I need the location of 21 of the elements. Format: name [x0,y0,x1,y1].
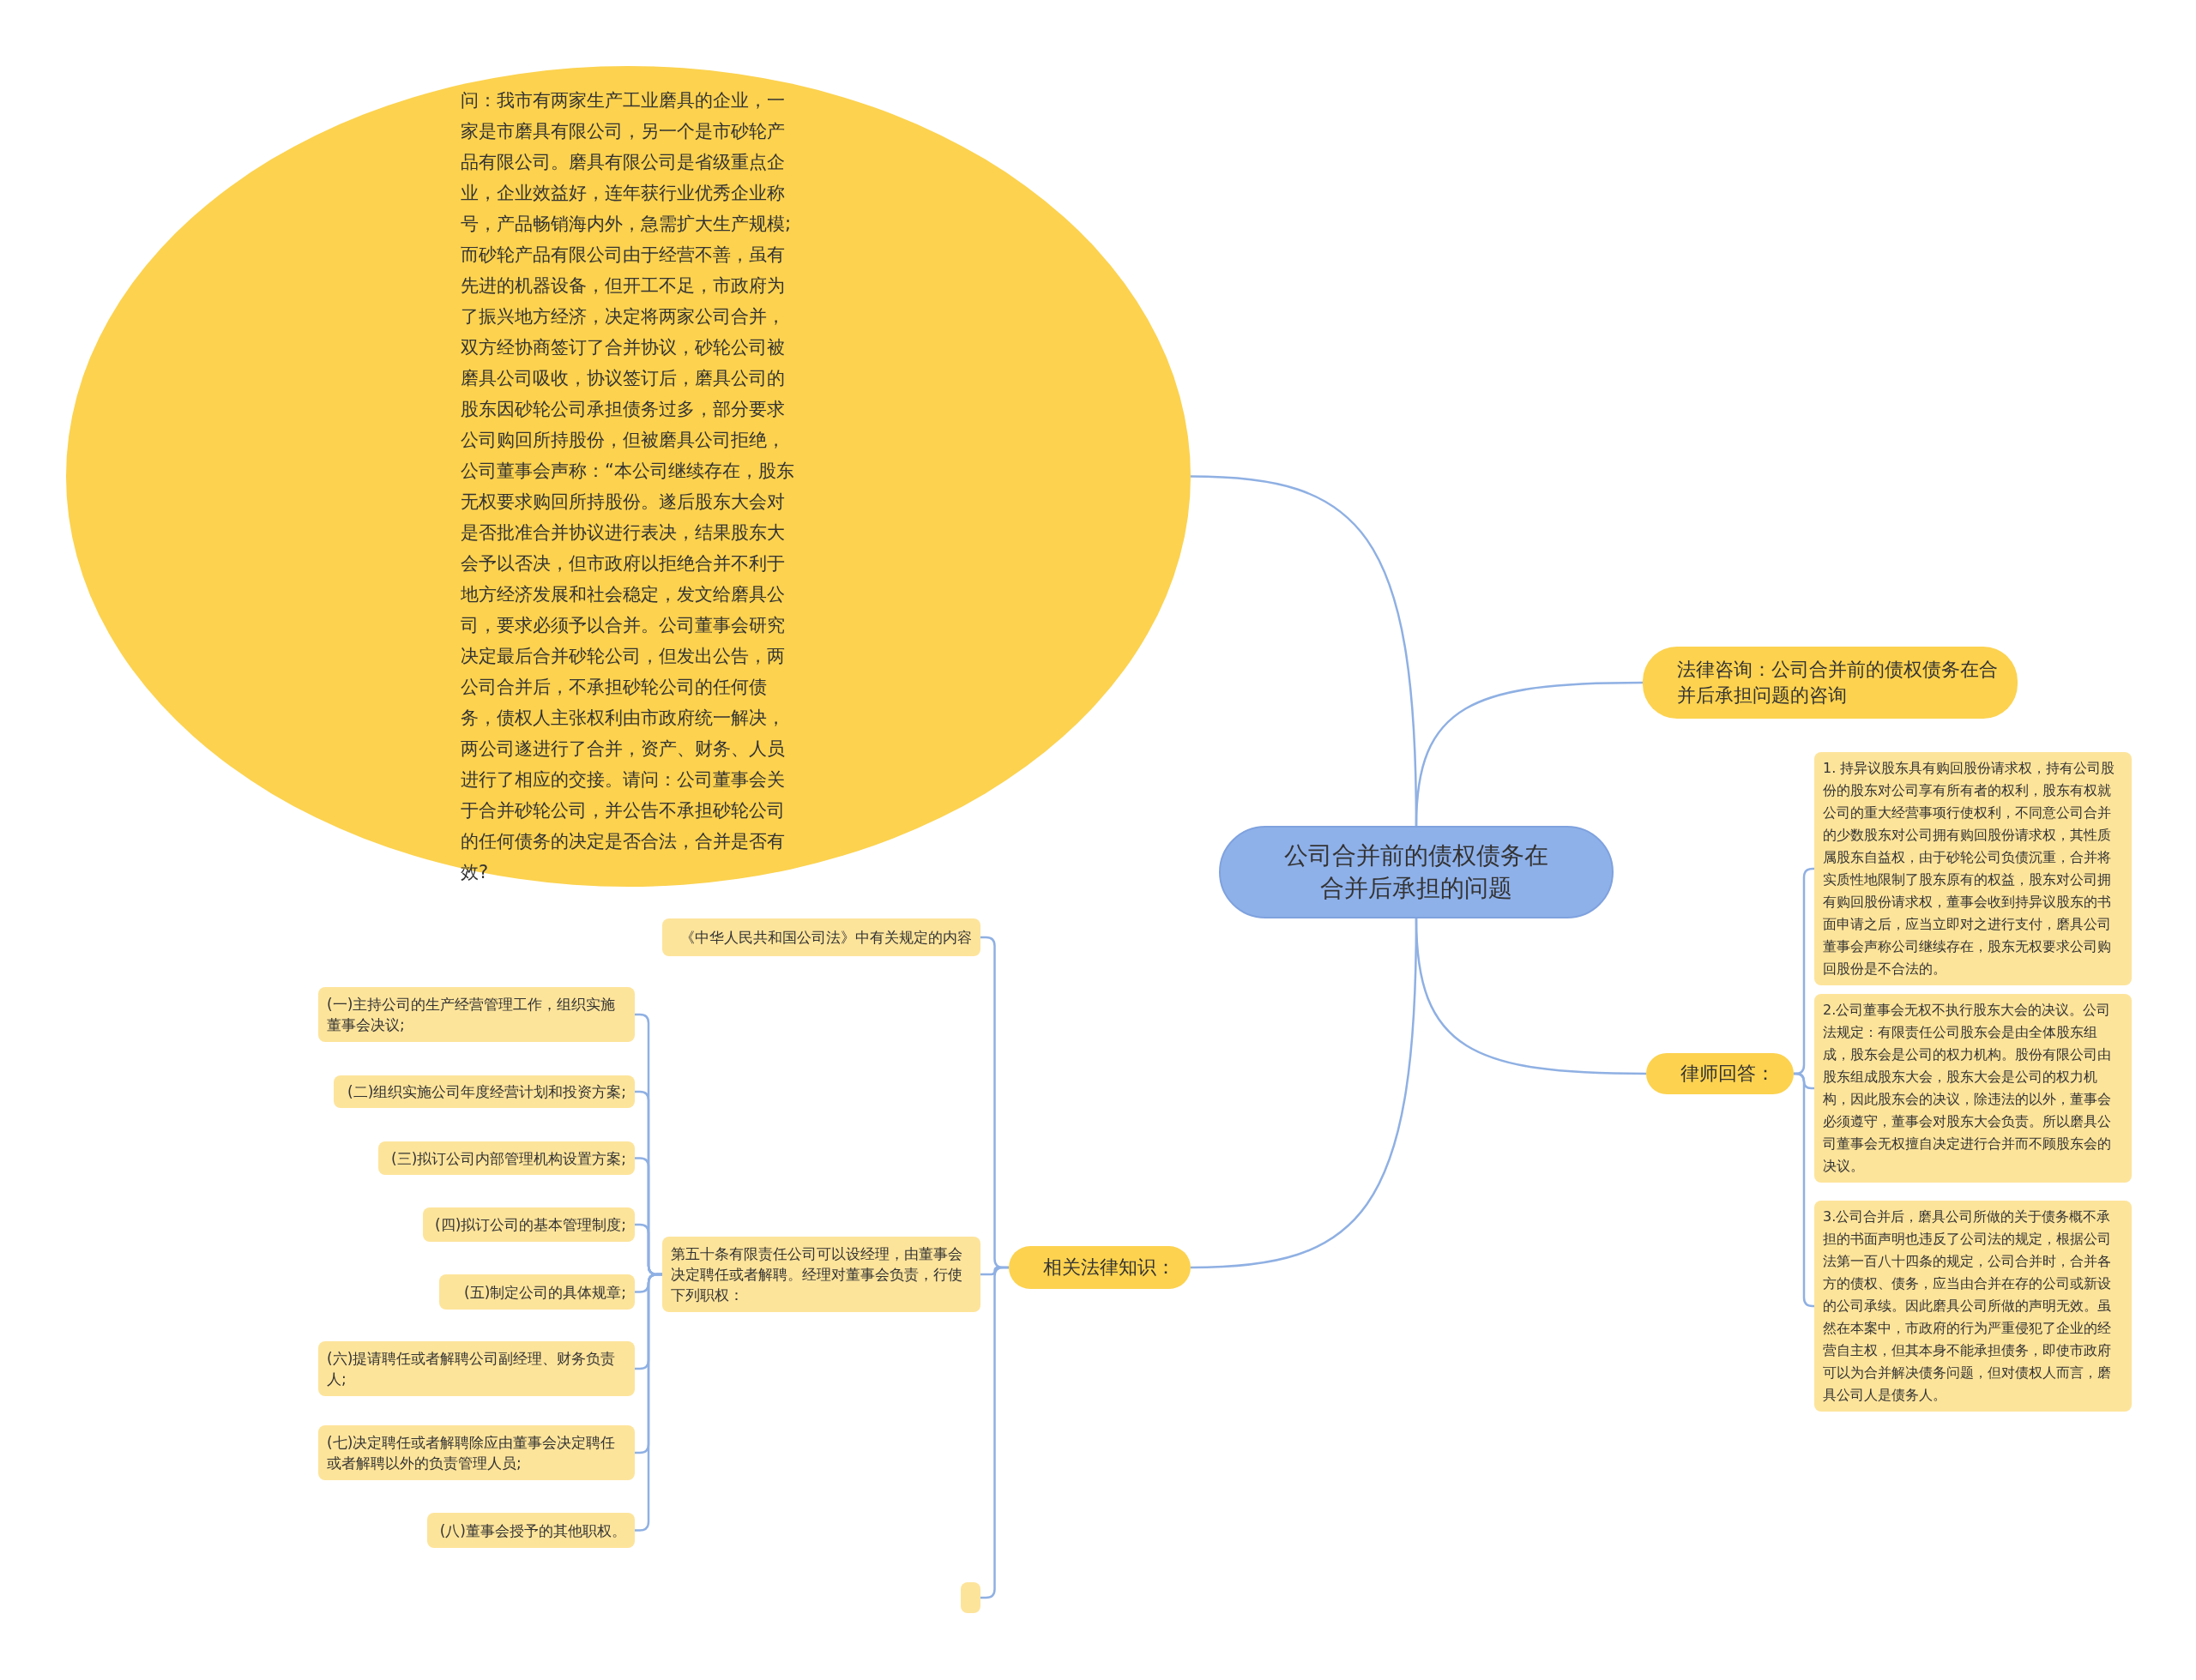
topic-node: 相关法律知识： [1009,1246,1191,1289]
empty-box [961,1582,980,1613]
answer-note: 2.公司董事会无权不执行股东大会的决议。公司法规定：有限责任公司股东会是由全体股东组成，股东会是公司的权力机构。股份有限公司由股东组成股东大会，股东大会是公司的权力机构，因此股东会的决议，除违法的以外，董事会必须遵守，董事会对股东大会负责。所以磨具公司董事会无权擅自决定进行合并而不顾股东会的决议。 [1814,994,2132,1183]
connector-line [1190,918,1418,1269]
duty-note: (五)制定公司的具体规章; [439,1274,635,1310]
duty-note: (七)决定聘任或者解聘除应由董事会决定聘任或者解聘以外的负责管理人员; [318,1425,635,1480]
connector-line [1415,681,1643,827]
topic-node: 律师回答： [1646,1053,1794,1094]
law-note: 《中华人民共和国公司法》中有关规定的内容 [662,918,980,956]
duty-note: (四)拟订公司的基本管理制度; [423,1207,635,1242]
topic-node: 法律咨询：公司合并前的债权债务在合并后承担问题的咨询 [1643,647,2018,719]
central-topic-node: 公司合并前的债权债务在合并后承担的问题 [1219,826,1614,918]
duty-note: (六)提请聘任或者解聘公司副经理、财务负责人; [318,1341,635,1396]
duty-note: (八)董事会授予的其他职权。 [427,1513,635,1548]
answer-note: 3.公司合并后，磨具公司所做的关于债务概不承担的书面声明也违反了公司法的规定，根据公司法第一百八十四条的规定，公司合并时，合并各方的债权、债务，应当由合并在存的公司或新设的公司承续。因此磨具公司所做的声明无效。虽然在本案中，市政府的行为严重侵犯了企业的经营自主权，但其本身不能承担债务，即使市政府可以为合并解决债务问题，但对债权人而言，磨具公司人是债务人。 [1814,1201,2132,1412]
connector-line [1794,1072,1814,1308]
law-note: 第五十条有限责任公司可以设经理，由董事会决定聘任或者解聘。经理对董事会负责，行使下列职权： [662,1237,980,1312]
duty-note: (二)组织实施公司年度经营计划和投资方案; [334,1075,635,1108]
answer-note: 1. 持异议股东具有购回股份请求权，持有公司股份的股东对公司享有所有者的权利，股东有权就公司的重大经营事项行使权利，不同意公司合并的少数股东对公司拥有购回股份请求权，其性质属股东自益权，由于砂轮公司负债沉重，合并将实质性地限制了股东原有的权益，股东对公司拥有购回股份请求权，董事会收到持异议股东的书面申请之后，应当立即对之进行支付，磨具公司董事会声称公司继续存在，股东无权要求公司购回股份是不合法的。 [1814,752,2132,985]
duty-note: (一)主持公司的生产经营管理工作，组织实施董事会决议; [318,987,635,1042]
duty-note: (三)拟订公司内部管理机构设置方案; [378,1141,635,1175]
